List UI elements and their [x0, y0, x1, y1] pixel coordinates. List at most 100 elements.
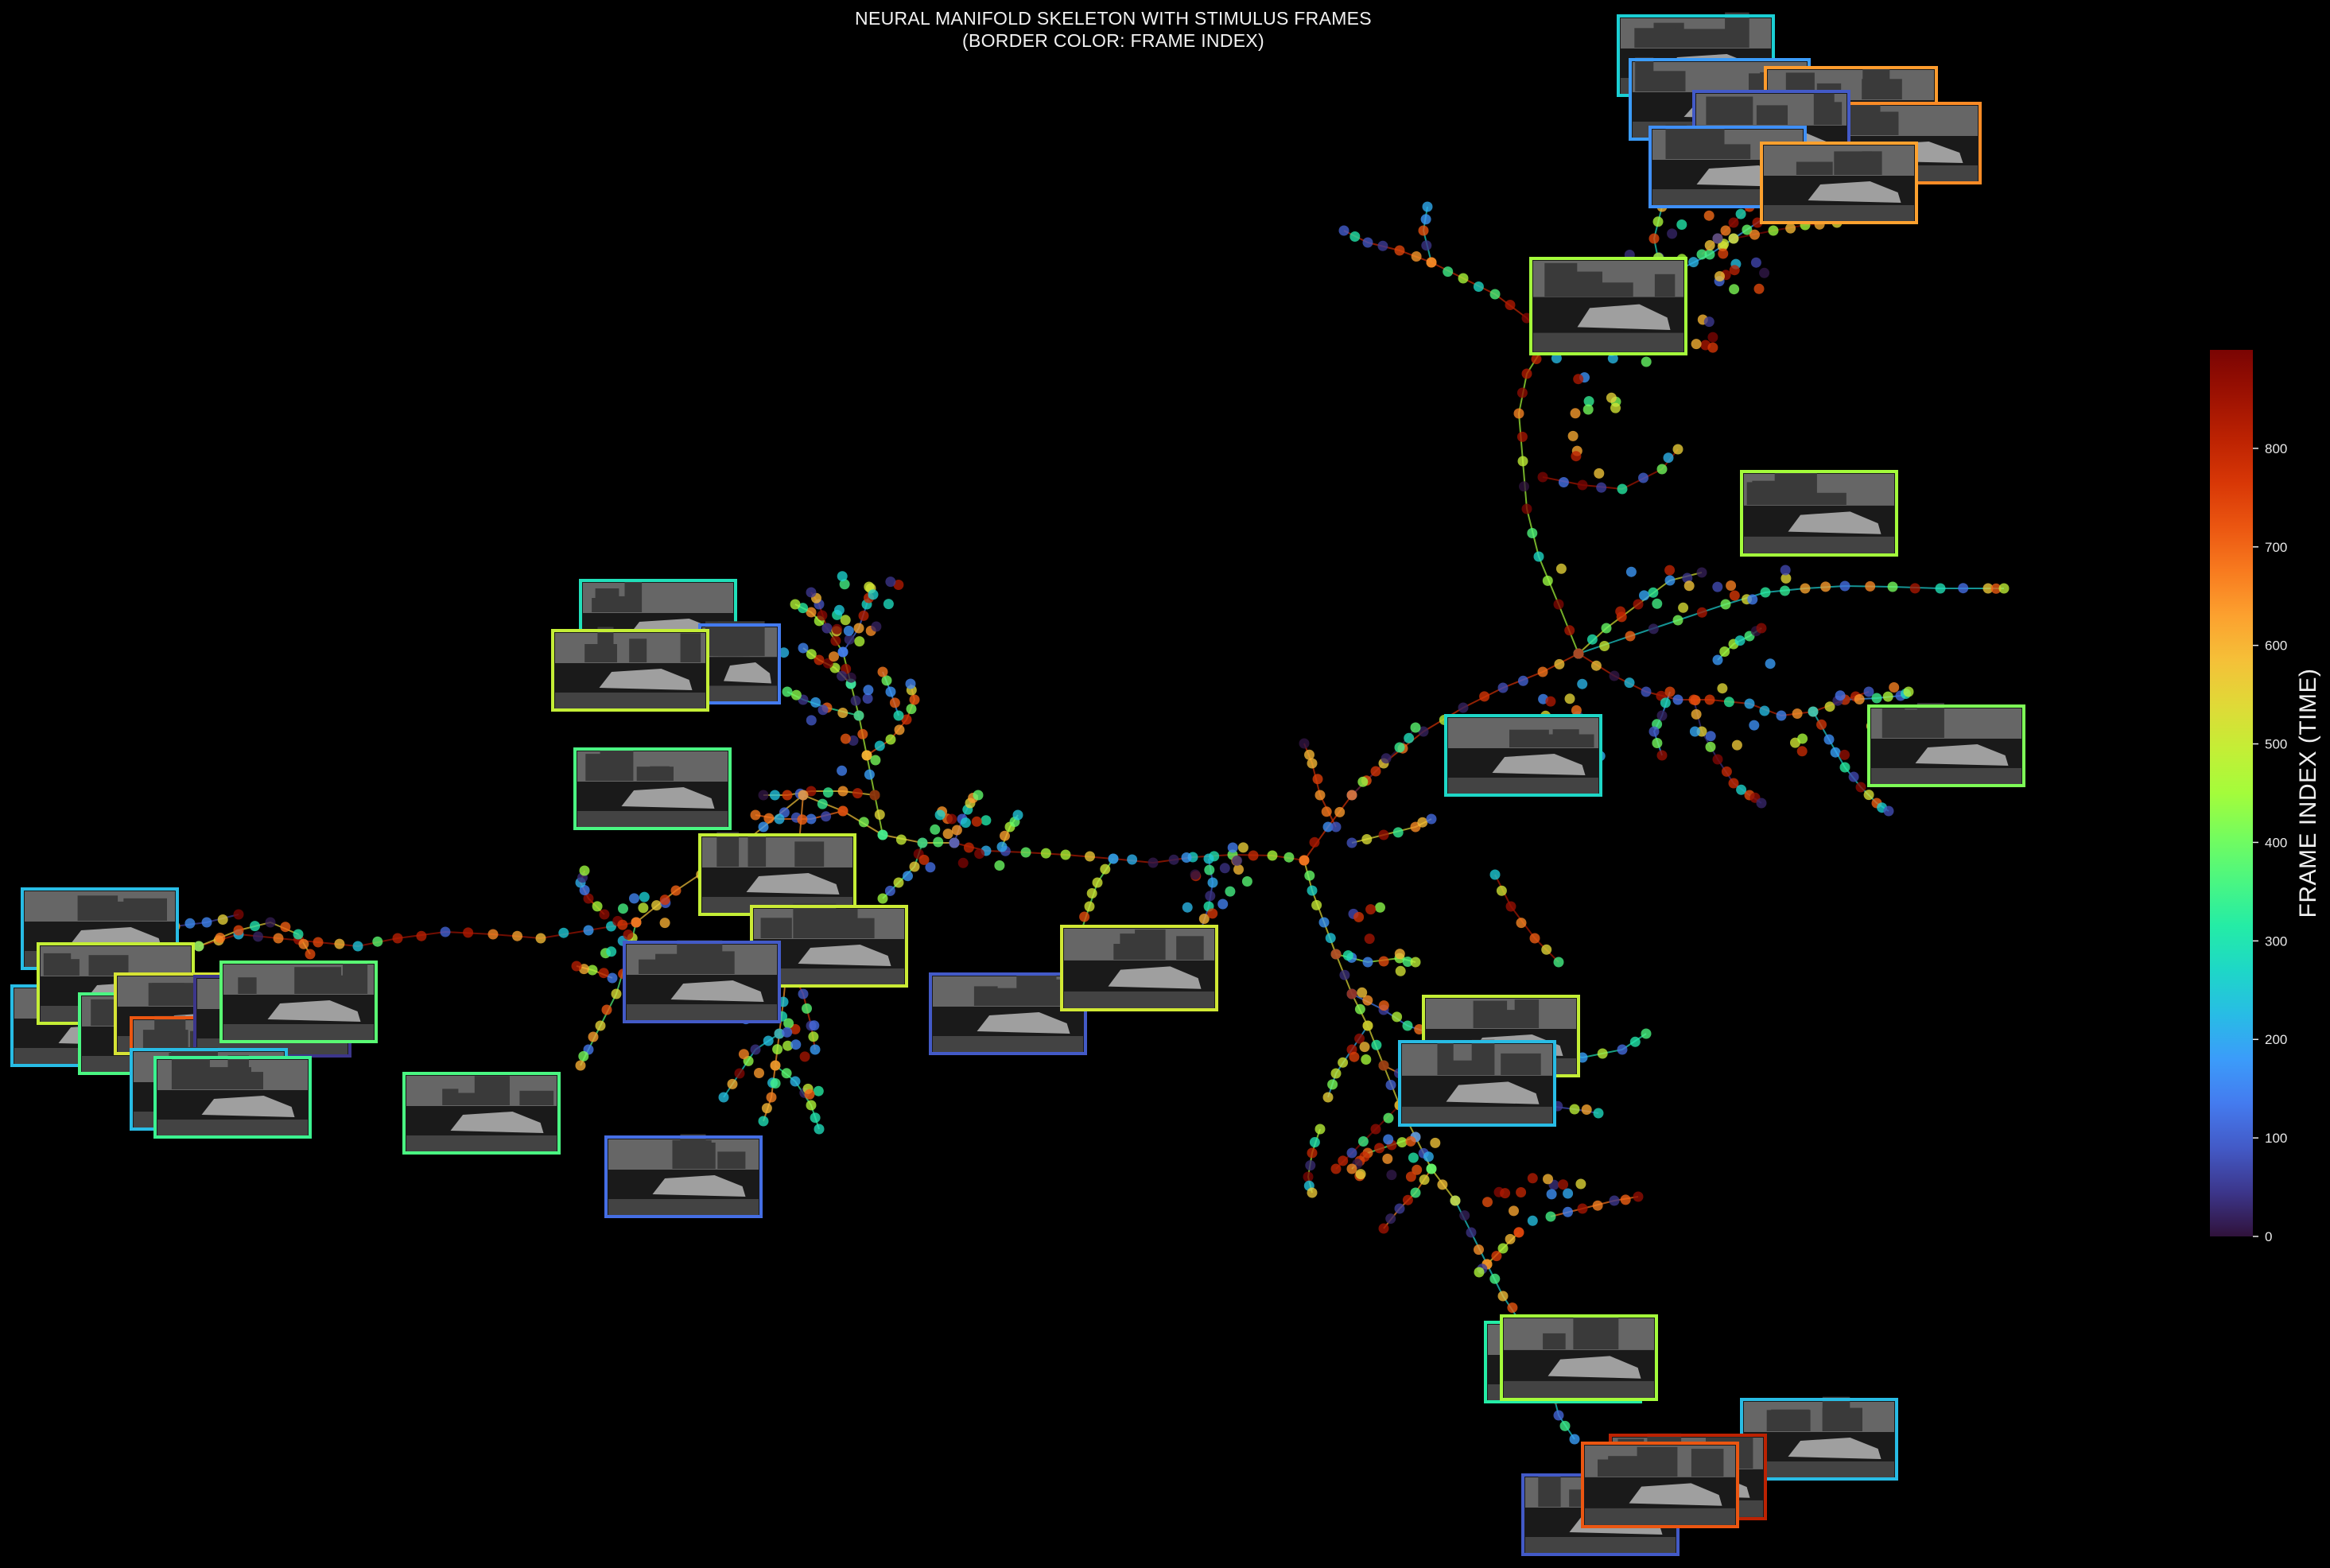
skeleton-node — [217, 914, 228, 925]
skeleton-node — [1507, 1302, 1518, 1314]
frame-ground — [1764, 205, 1914, 221]
skeleton-node — [352, 941, 363, 952]
skeleton-node — [601, 1004, 612, 1015]
skeleton-node — [1863, 790, 1874, 801]
skeleton-node — [850, 695, 861, 706]
skeleton-node — [1601, 623, 1612, 634]
skeleton-node — [1731, 739, 1742, 751]
skeleton-node — [1359, 1042, 1370, 1053]
skeleton-node — [1796, 746, 1808, 757]
skeleton-node — [1596, 482, 1607, 493]
frame-building — [716, 832, 740, 867]
skeleton-node — [738, 1049, 749, 1060]
skeleton-node — [1563, 1188, 1574, 1199]
skeleton-node — [750, 809, 761, 821]
skeleton-node — [1564, 625, 1575, 636]
skeleton-node — [1756, 623, 1767, 634]
skeleton-node — [1682, 572, 1693, 584]
skeleton-node — [806, 607, 817, 618]
skeleton-node — [1505, 1233, 1516, 1244]
skeleton-node — [718, 1092, 729, 1103]
frame-building — [1681, 29, 1729, 48]
frame-building — [1813, 93, 1835, 125]
frame-car — [1788, 511, 1881, 534]
skeleton-node — [1383, 1112, 1394, 1124]
skeleton-node — [1392, 827, 1404, 838]
colorbar-tick-label: 200 — [2265, 1032, 2287, 1047]
skeleton-node — [1322, 821, 1334, 833]
skeleton-node — [588, 1031, 599, 1042]
frame-ground — [1744, 1461, 1894, 1477]
skeleton-node — [1676, 219, 1687, 230]
skeleton-node — [810, 1044, 821, 1055]
skeleton-node — [1321, 806, 1332, 817]
skeleton-node — [1378, 829, 1389, 840]
frame-building — [680, 633, 701, 662]
skeleton-node — [885, 576, 896, 588]
skeleton-node — [611, 988, 622, 999]
skeleton-node — [1402, 1194, 1413, 1205]
skeleton-node — [1756, 798, 1767, 809]
skeleton-node — [1362, 237, 1373, 248]
skeleton-node — [802, 1003, 812, 1014]
skeleton-node — [809, 1020, 820, 1031]
skeleton-node — [1780, 585, 1790, 596]
skeleton-node — [1633, 599, 1644, 610]
skeleton-node — [942, 829, 953, 840]
skeleton-node — [1617, 1044, 1628, 1055]
skeleton-node — [1370, 1124, 1381, 1135]
skeleton-node — [1315, 790, 1326, 801]
frame-car — [1788, 1438, 1881, 1459]
frame-building — [672, 1139, 712, 1169]
skeleton-node — [1392, 1011, 1403, 1023]
skeleton-node — [1423, 1151, 1434, 1162]
skeleton-node — [1734, 635, 1746, 646]
frame-border — [551, 629, 709, 712]
skeleton-node — [893, 710, 904, 721]
skeleton-node — [1349, 1051, 1360, 1062]
skeleton-node — [903, 871, 913, 882]
skeleton-node — [1712, 581, 1723, 592]
skeleton-node — [1597, 1048, 1608, 1059]
skeleton-node — [618, 903, 628, 914]
skeleton-node — [1648, 233, 1660, 244]
skeleton-node — [814, 654, 825, 666]
colorbar-tick-label: 0 — [2265, 1229, 2272, 1244]
colorbar-tick-label: 500 — [2265, 737, 2287, 752]
skeleton-node — [1638, 472, 1648, 483]
skeleton-node — [1760, 587, 1771, 598]
frame-building — [1654, 274, 1676, 297]
skeleton-node — [1555, 563, 1567, 574]
skeleton-node — [1362, 995, 1373, 1006]
frame-building — [1176, 936, 1204, 960]
skeleton-node — [1719, 646, 1730, 657]
skeleton-node — [487, 929, 499, 940]
colorbar-tick-label: 300 — [2265, 933, 2287, 949]
stimulus-frame-thumbnail — [1529, 257, 1687, 355]
skeleton-node — [1780, 565, 1791, 576]
skeleton-node — [1378, 1000, 1389, 1011]
frame-building — [1544, 262, 1578, 297]
stimulus-frame-thumbnail — [573, 747, 732, 830]
skeleton-node — [1704, 694, 1715, 705]
skeleton-node — [1426, 813, 1437, 825]
stimulus-frame-thumbnail — [1398, 1039, 1556, 1127]
skeleton-node — [810, 1112, 821, 1124]
skeleton-node — [1181, 852, 1192, 863]
skeleton-node — [1482, 1197, 1493, 1208]
chart-subtitle: (BORDER COLOR: FRAME INDEX) — [962, 30, 1264, 51]
skeleton-node — [790, 1076, 801, 1087]
skeleton-node — [1309, 1137, 1320, 1147]
skeleton-node — [1887, 581, 1898, 592]
frame-building — [1135, 930, 1166, 960]
skeleton-node — [1958, 583, 1969, 594]
skeleton-node — [1517, 675, 1528, 686]
frame-building — [1774, 470, 1817, 505]
skeleton-node — [1217, 898, 1229, 910]
skeleton-node — [1648, 726, 1660, 737]
skeleton-node — [1418, 726, 1429, 737]
skeleton-node — [781, 1068, 792, 1079]
frame-building — [474, 1076, 510, 1105]
skeleton-node — [1712, 233, 1723, 244]
